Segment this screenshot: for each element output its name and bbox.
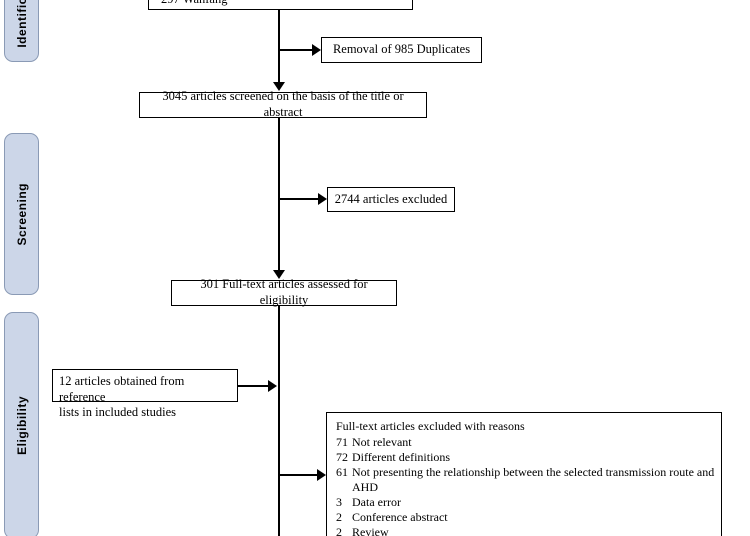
box-articles-excluded-screening: 2744 articles excluded [327, 187, 455, 212]
stage-label-screening: Screening [14, 182, 29, 246]
stage-label-eligibility: Eligibility [14, 396, 29, 455]
stage-bar-eligibility: Eligibility [4, 312, 39, 536]
excluded-reason-item: 3 Data error [336, 495, 715, 510]
connector-reference-lists-branch [238, 385, 271, 387]
excluded-reason-text: Conference abstract [352, 510, 448, 524]
stage-bar-screening: Screening [4, 133, 39, 295]
box-fulltext-assessed: 301 Full-text articles assessed for elig… [171, 277, 397, 307]
connector-excluded-screening-branch [280, 198, 320, 200]
box-articles-excluded-screening-text: 2744 articles excluded [334, 191, 448, 206]
box-fulltext-excluded-reasons: Full-text articles excluded with reasons… [326, 412, 722, 536]
excluded-reason-text: Not relevant [352, 435, 412, 449]
box-articles-screened: 3045 articles screened on the basis of t… [139, 89, 427, 119]
box-duplicates-removed: Removal of 985 Duplicates [321, 37, 482, 63]
box-reference-lists-line1: 12 articles obtained from reference [59, 374, 185, 404]
box-fulltext-assessed-text: 301 Full-text articles assessed for elig… [200, 277, 368, 307]
excluded-reason-text: Data error [352, 495, 401, 509]
excluded-reason-count: 61 [336, 465, 348, 479]
connector-spine-3 [278, 306, 280, 536]
connector-excluded-screening-arrowhead [318, 193, 327, 205]
excluded-reason-text: Not presenting the relationship between … [352, 465, 715, 494]
connector-excluded-reasons-branch [280, 474, 320, 476]
excluded-reasons-title: Full-text articles excluded with reasons [336, 419, 525, 433]
excluded-reason-count: 2 [336, 510, 342, 524]
box-duplicates-removed-text: Removal of 985 Duplicates [332, 42, 471, 57]
excluded-reason-item: 2 Review [336, 525, 715, 536]
box-reference-lists-line2: lists in included studies [59, 405, 177, 420]
connector-spine-2 [278, 118, 280, 270]
excluded-reason-count: 72 [336, 450, 348, 464]
excluded-reason-count: 3 [336, 495, 342, 509]
box-articles-screened-text: 3045 articles screened on the basis of t… [162, 89, 404, 119]
excluded-reason-item: 71 Not relevant [336, 435, 715, 450]
connector-duplicates-branch [280, 49, 314, 51]
excluded-reason-item: 61 Not presenting the relationship betwe… [336, 465, 715, 495]
excluded-reasons-list: 71 Not relevant 72 Different definitions… [336, 435, 715, 536]
connector-duplicates-arrowhead [312, 44, 321, 56]
box-sources-wanfang-text: 297 Wanfang [161, 0, 227, 6]
connector-spine-2-arrowhead [273, 270, 285, 279]
connector-spine-1 [278, 10, 280, 82]
box-reference-lists: 12 articles obtained from reference list… [52, 369, 238, 419]
excluded-reason-item: 72 Different definitions [336, 450, 715, 465]
stage-bar-identification: Identification [4, 0, 39, 62]
excluded-reason-item: 2 Conference abstract [336, 510, 715, 525]
connector-excluded-reasons-arrowhead [317, 469, 326, 481]
excluded-reason-count: 2 [336, 525, 342, 536]
excluded-reason-count: 71 [336, 435, 348, 449]
excluded-reason-text: Review [352, 525, 389, 536]
connector-reference-lists-arrowhead [268, 380, 277, 392]
stage-label-identification: Identification [14, 0, 29, 48]
connector-spine-1-arrowhead [273, 82, 285, 91]
box-sources-wanfang: 297 Wanfang [148, 0, 413, 10]
excluded-reason-text: Different definitions [352, 450, 451, 464]
